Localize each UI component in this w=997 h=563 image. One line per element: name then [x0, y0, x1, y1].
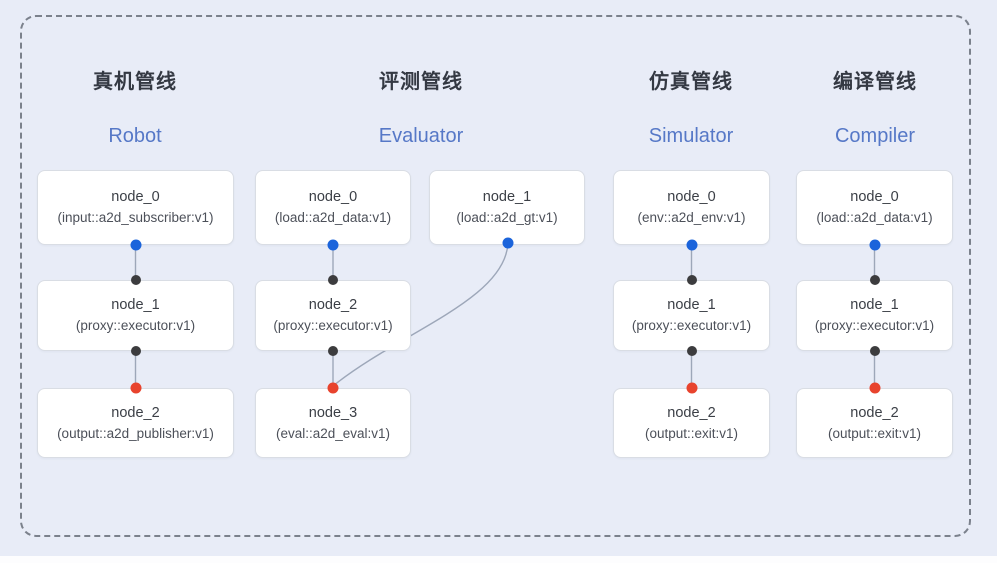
- node-name: node_1: [850, 297, 899, 313]
- node-type: (load::a2d_gt:v1): [456, 210, 558, 225]
- node-type: (proxy::executor:v1): [814, 318, 935, 333]
- node-name: node_0: [308, 189, 358, 205]
- node-name: node_0: [111, 189, 160, 205]
- node-box-evaluator-3: node_3 (eval::a2d_eval:v1): [255, 388, 411, 458]
- node-box-compiler-0: node_0 (load::a2d_data:v1): [796, 170, 953, 245]
- node-box-evaluator-2: node_2 (proxy::executor:v1): [255, 280, 411, 351]
- source-port-dot-blue: [502, 237, 514, 249]
- proxy-input-port-dot-dark: [328, 275, 338, 285]
- node-type: (proxy::executor:v1): [631, 318, 752, 333]
- node-name: node_0: [850, 189, 899, 205]
- node-type: (load::a2d_data:v1): [816, 210, 933, 225]
- proxy-input-port-dot-dark: [130, 275, 141, 285]
- column-title-zh-simulator: 仿真管线: [649, 71, 733, 93]
- node-name: node_3: [308, 404, 358, 421]
- sink-port-dot-red: [327, 382, 339, 394]
- source-port-dot-blue: [686, 239, 697, 251]
- proxy-output-port-dot-dark: [869, 346, 880, 356]
- node-type: (load::a2d_data:v1): [274, 210, 392, 225]
- node-type: (env::a2d_env:v1): [637, 210, 746, 225]
- node-type: (eval::a2d_eval:v1): [275, 425, 391, 441]
- sink-port-dot-red: [130, 382, 141, 394]
- edge-evaluator-n1-n3-curve: [332, 242, 509, 387]
- column-title-en-evaluator: Evaluator: [378, 125, 464, 147]
- node-box-robot-2: node_2 (output::a2d_publisher:v1): [37, 388, 234, 458]
- dashed-border-frame: [20, 15, 971, 537]
- column-title-en-compiler: Compiler: [834, 125, 916, 147]
- node-name: node_0: [667, 189, 716, 205]
- node-type: (input::a2d_subscriber:v1): [57, 210, 214, 225]
- node-box-compiler-1: node_1 (proxy::executor:v1): [796, 280, 953, 351]
- proxy-input-port-dot-dark: [686, 275, 697, 285]
- node-name: node_1: [667, 297, 716, 313]
- node-type: (output::exit:v1): [827, 425, 922, 441]
- column-title-zh-compiler: 编译管线: [833, 71, 917, 93]
- node-name: node_2: [111, 404, 160, 421]
- proxy-output-port-dot-dark: [328, 346, 338, 356]
- node-type: (proxy::executor:v1): [273, 318, 393, 333]
- proxy-output-port-dot-dark: [130, 346, 141, 356]
- column-title-zh-robot: 真机管线: [93, 71, 177, 93]
- source-port-dot-blue: [327, 239, 339, 251]
- node-box-compiler-2: node_2 (output::exit:v1): [796, 388, 953, 458]
- node-name: node_1: [482, 189, 532, 205]
- node-box-simulator-1: node_1 (proxy::executor:v1): [613, 280, 770, 351]
- sink-port-dot-red: [869, 382, 880, 394]
- node-type: (proxy::executor:v1): [75, 318, 196, 333]
- node-box-simulator-2: node_2 (output::exit:v1): [613, 388, 770, 458]
- proxy-output-port-dot-dark: [686, 346, 697, 356]
- proxy-input-port-dot-dark: [869, 275, 880, 285]
- node-name: node_2: [667, 404, 716, 421]
- node-box-robot-1: node_1 (proxy::executor:v1): [37, 280, 234, 351]
- node-box-simulator-0: node_0 (env::a2d_env:v1): [613, 170, 770, 245]
- node-box-robot-0: node_0 (input::a2d_subscriber:v1): [37, 170, 234, 245]
- node-name: node_2: [308, 297, 358, 313]
- source-port-dot-blue: [130, 239, 141, 251]
- node-box-evaluator-0: node_0 (load::a2d_data:v1): [255, 170, 411, 245]
- node-type: (output::a2d_publisher:v1): [57, 425, 214, 441]
- column-title-en-robot: Robot: [108, 125, 162, 147]
- column-title-zh-evaluator: 评测管线: [379, 71, 463, 93]
- sink-port-dot-red: [686, 382, 697, 394]
- node-name: node_2: [850, 404, 899, 421]
- bottom-edge-strip: [0, 556, 997, 563]
- column-title-en-simulator: Simulator: [648, 125, 734, 147]
- node-name: node_1: [111, 297, 160, 313]
- node-type: (output::exit:v1): [644, 425, 739, 441]
- node-box-evaluator-1: node_1 (load::a2d_gt:v1): [429, 170, 585, 245]
- source-port-dot-blue: [869, 239, 880, 251]
